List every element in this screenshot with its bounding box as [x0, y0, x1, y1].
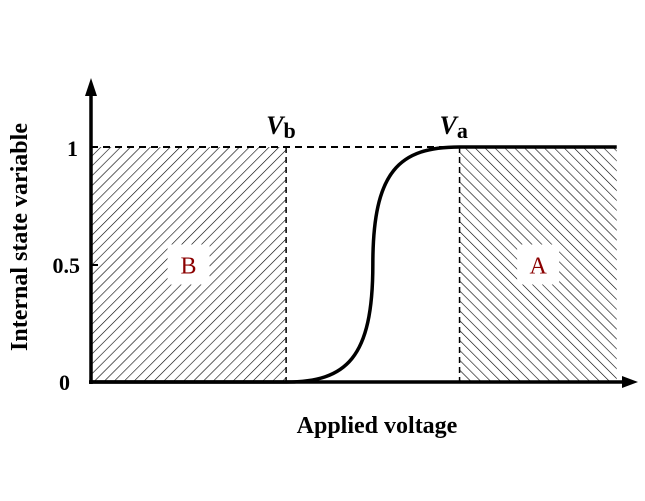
y-tick-label: 0: [59, 370, 70, 395]
region-label-bg: [517, 244, 560, 285]
state-curve: [91, 145, 617, 384]
threshold-subscript: a: [457, 118, 468, 143]
y-tick-label: 0.5: [53, 253, 81, 278]
threshold-subscript: b: [283, 118, 295, 143]
y-axis-arrow-icon: [85, 78, 97, 96]
x-axis-arrow-icon: [622, 376, 638, 388]
region-label-A: A: [529, 254, 547, 280]
region-label-B: B: [181, 254, 197, 280]
y-tick-label: 1: [67, 136, 78, 161]
y-axis-label: Internal state variable: [7, 123, 33, 351]
region-label-bg: [167, 244, 210, 285]
threshold-label-b: Vb: [266, 111, 296, 143]
axes: [85, 78, 638, 388]
threshold-label-a: Va: [440, 111, 468, 143]
x-axis-label: Applied voltage: [297, 413, 458, 439]
